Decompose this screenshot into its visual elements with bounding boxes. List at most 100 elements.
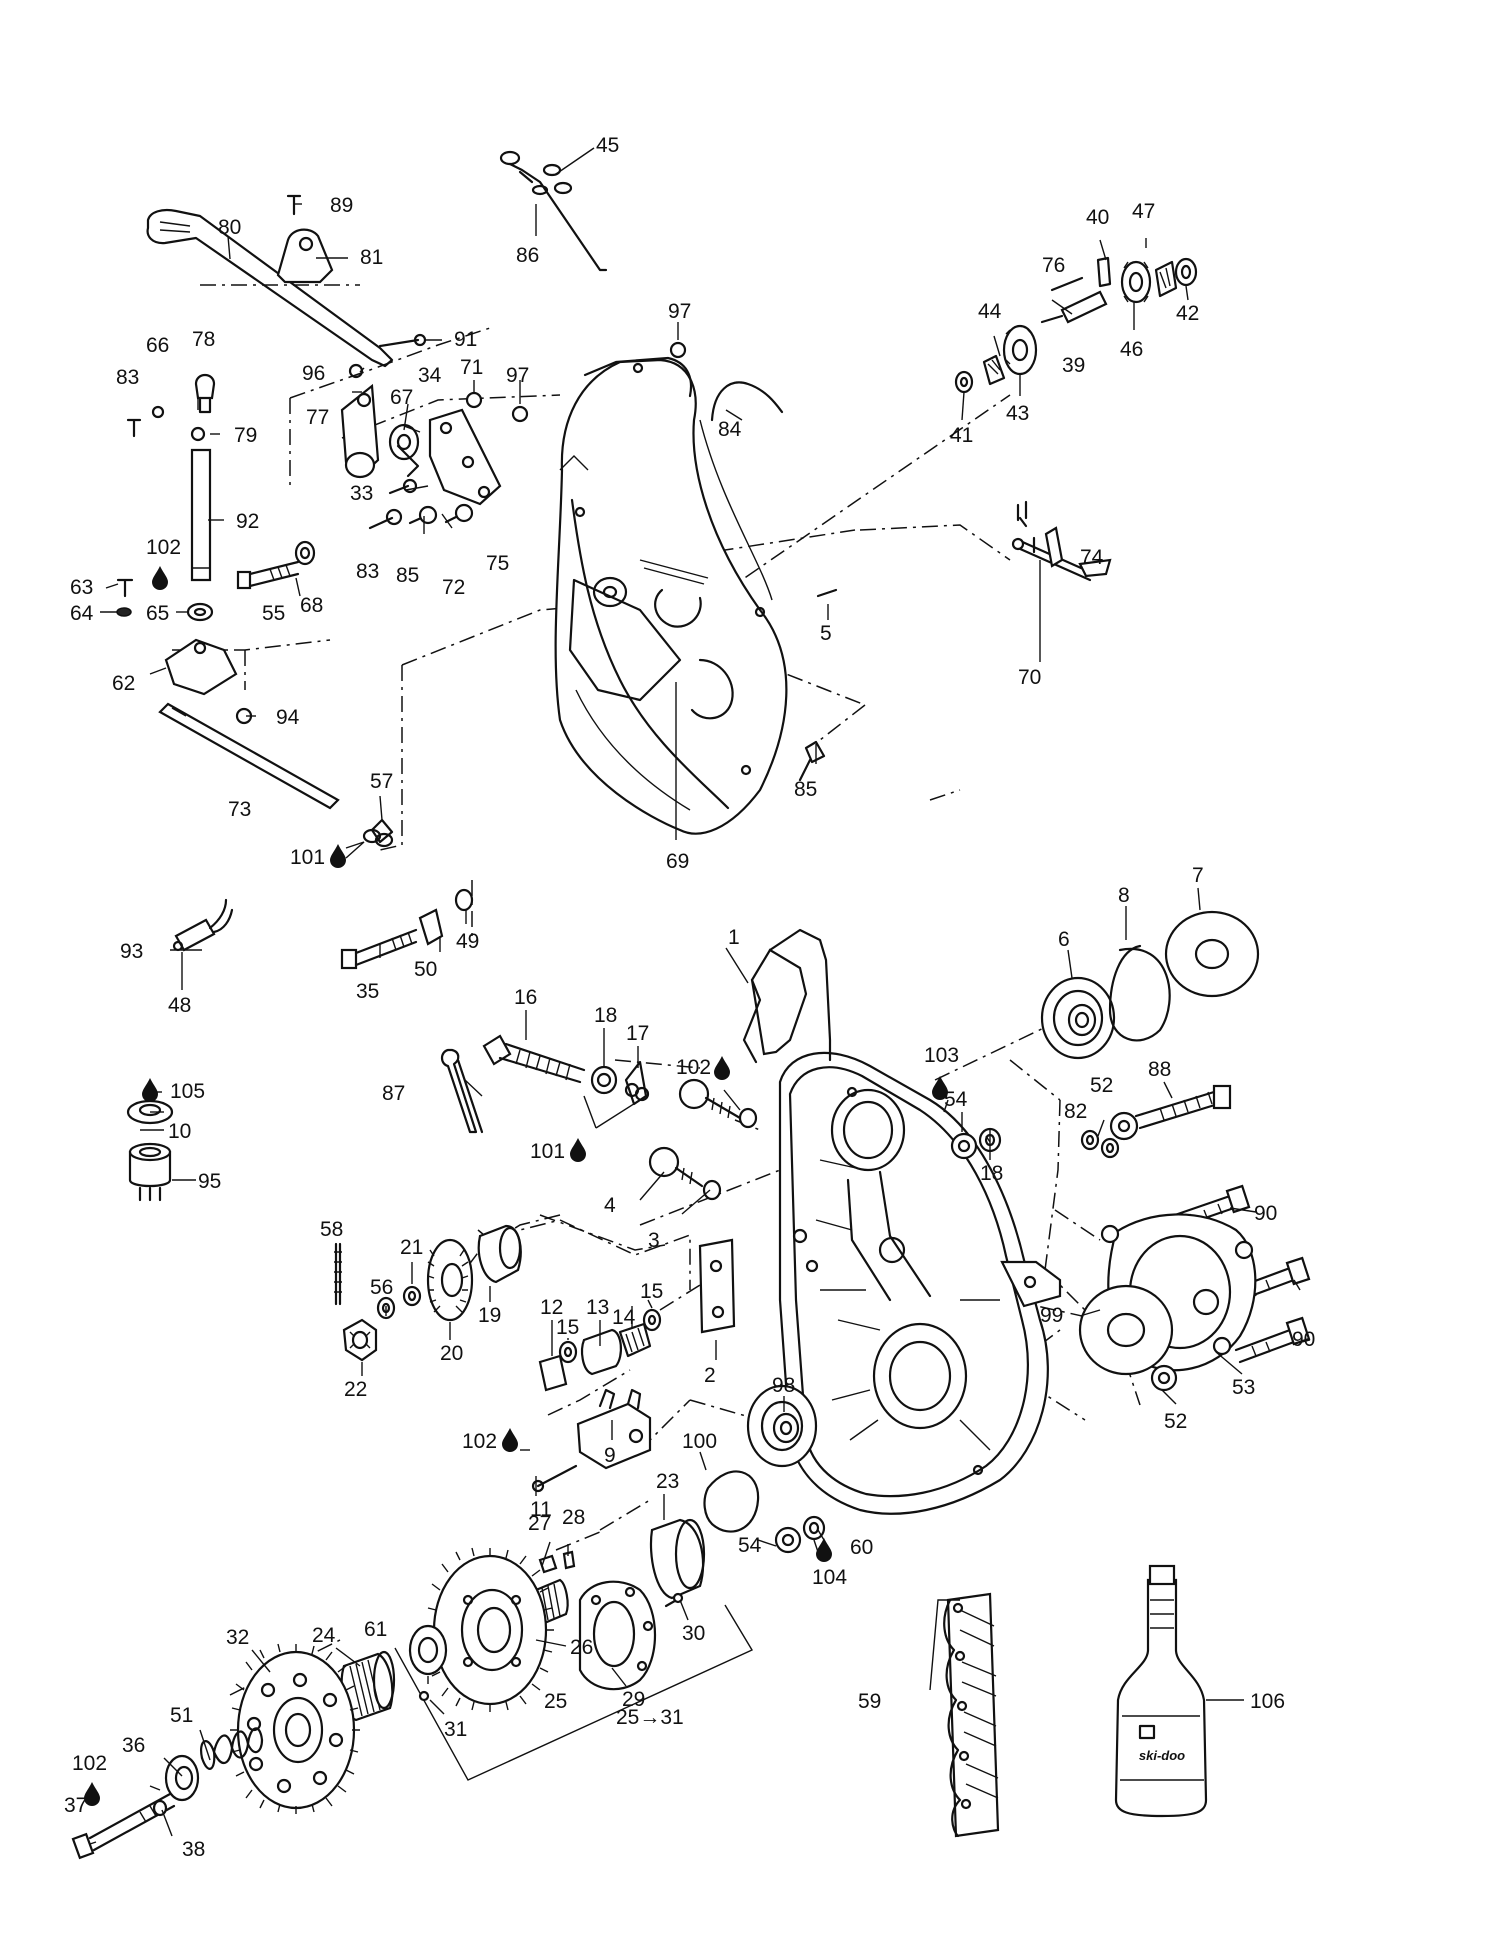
callout-55: 55 [262,602,285,625]
callout-15b: 15 [640,1280,663,1303]
bracket-25-31 [394,1604,754,1781]
idler-bracket-9 [531,1388,652,1493]
lubricant-drop-icon [330,844,346,868]
callout-8: 8 [1118,884,1130,907]
callout-74: 74 [1080,546,1104,569]
callout-98: 98 [772,1374,795,1397]
sprocket-25 [426,1547,554,1712]
bolt-35-group [340,888,474,970]
callout-68: 68 [300,594,323,617]
callout-labels: 1 2 3 4 5 6 7 8 9 10 11 12 13 14 15 15 1… [64,134,1315,1861]
screw-85b [798,740,826,782]
callout-77: 77 [306,406,329,429]
callout-100: 100 [682,1430,717,1453]
bolt-88-group [1080,1084,1232,1159]
callout-41: 41 [950,424,973,447]
callout-3: 3 [648,1229,660,1252]
callout-24: 24 [312,1624,336,1647]
nut-54-lower [774,1526,802,1554]
callout-38: 38 [182,1838,205,1861]
callout-92: 92 [236,510,259,533]
spacer-23 [649,1518,706,1600]
callout-48: 48 [168,994,191,1017]
ring-100 [703,1470,760,1533]
callout-50: 50 [414,958,437,981]
callout-106: 106 [1250,1690,1285,1713]
tensioner-bolt-16 [482,1034,650,1106]
callout-21: 21 [400,1236,423,1259]
callout-90b: 90 [1292,1328,1315,1351]
callout-5: 5 [820,622,832,645]
lubricant-drop-icon [152,566,168,590]
retaining-ring-8 [1108,944,1171,1042]
callout-63: 63 [70,576,93,599]
callout-45: 45 [596,134,619,157]
callout-78: 78 [192,328,215,351]
callout-46: 46 [1120,338,1143,361]
callout-39: 39 [1062,354,1085,377]
callout-61: 61 [364,1618,387,1641]
nut-52-lower [1150,1364,1178,1392]
callout-90a: 90 [1254,1202,1277,1225]
lubricant-drop-icon [142,1078,158,1102]
callout-71: 71 [460,356,483,379]
callout-20: 20 [440,1342,463,1365]
callout-31: 31 [444,1718,467,1741]
spring-cup-36 [164,1754,200,1802]
callout-101b: 101 [530,1140,565,1163]
callout-67: 67 [390,386,413,409]
chaincase-housing-1 [742,928,1062,1515]
callout-85a: 85 [396,564,419,587]
callout-4: 4 [604,1194,616,1217]
washer-99 [1078,1284,1174,1376]
callout-47: 47 [1132,200,1155,223]
callout-33: 33 [350,482,373,505]
washer-61 [408,1624,448,1676]
bolt-37 [71,1792,176,1860]
callout-73: 73 [228,798,251,821]
callout-7: 7 [1192,864,1204,887]
callout-19: 19 [478,1304,501,1327]
bearing-98 [746,1384,818,1468]
leader-lines [89,147,1311,1845]
callout-52a: 52 [1090,1074,1113,1097]
callout-102c: 102 [462,1430,497,1453]
callout-29: 29 [622,1688,645,1711]
callout-101a: 101 [290,846,325,869]
callout-76: 76 [1042,254,1065,277]
idler-shaft-12 [538,1308,662,1392]
callout-51: 51 [170,1704,193,1727]
brake-lever-assembly [116,194,687,848]
callout-40: 40 [1086,206,1109,229]
speedometer-drive-86 [499,150,608,272]
cable-84 [710,381,784,422]
ring-plate-29 [578,1580,684,1691]
washer-7 [1164,910,1260,998]
callout-64: 64 [70,602,94,625]
callout-42: 42 [1176,302,1199,325]
callout-15a: 15 [556,1316,579,1339]
cotter-pin-87 [440,1048,484,1134]
countershaft-gear-group [954,256,1198,394]
callout-105: 105 [170,1080,205,1103]
callout-43: 43 [1006,402,1029,425]
callout-97a: 97 [506,364,529,387]
callout-9: 9 [604,1444,616,1467]
callout-104: 104 [812,1566,847,1589]
callout-36: 36 [122,1734,145,1757]
chaincase-cover-69 [554,356,788,835]
callout-54b: 54 [738,1534,762,1557]
bolt-55-group [236,540,316,590]
callout-27: 27 [528,1512,551,1535]
callout-93: 93 [120,940,143,963]
callout-53: 53 [1232,1376,1255,1399]
callout-75: 75 [486,552,509,575]
callout-83b: 83 [356,560,379,583]
callout-32: 32 [226,1626,249,1649]
callout-14: 14 [612,1306,636,1329]
shift-fork-70 [816,500,1112,598]
callout-25-to-31: 25→31 [616,1706,684,1729]
idler-bolts-3-4 [648,1078,758,1201]
callout-23: 23 [656,1470,679,1493]
